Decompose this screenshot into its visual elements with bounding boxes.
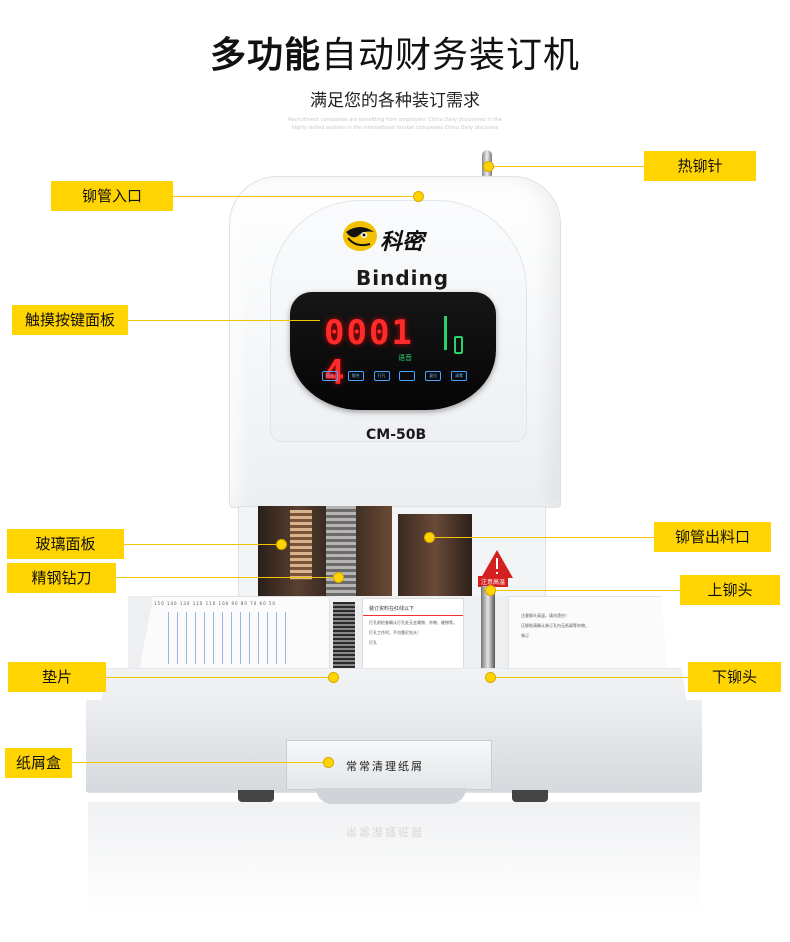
callout-line bbox=[124, 544, 286, 545]
callout-line bbox=[173, 196, 418, 197]
product-name: Binding bbox=[356, 266, 450, 290]
warning-card: 注意铆头高温，请勿烫伤！ 压铆前请确认装订孔内无纸屑等杂物。 装订 bbox=[508, 596, 668, 678]
counter-digits: 0001 4 bbox=[324, 313, 454, 393]
warning-text: 注意铆头高温，请勿烫伤！ bbox=[521, 613, 569, 618]
model-number: CM-50B bbox=[366, 427, 427, 443]
fine-print: Recruitment companies are benefiting fro… bbox=[0, 116, 790, 132]
touch-button[interactable]: 铆合 bbox=[347, 371, 364, 381]
callout-pad: 垫片 bbox=[8, 662, 106, 692]
glass-window bbox=[258, 506, 392, 606]
touch-buttons: 钻孔 铆合 打孔 复位 清零 bbox=[322, 371, 467, 381]
page-subtitle: 满足您的各种装订需求 bbox=[310, 91, 480, 111]
callout-dot bbox=[485, 672, 496, 683]
rivet-outlet-window bbox=[398, 514, 472, 606]
callout-line bbox=[490, 590, 680, 591]
callout-dot bbox=[413, 191, 424, 202]
spring-coil bbox=[290, 510, 312, 580]
callout-steel-drill: 精钢钻刀 bbox=[7, 563, 116, 593]
callout-line bbox=[106, 677, 334, 678]
eagle-logo-icon bbox=[343, 221, 377, 251]
title-light: 自动财务装订机 bbox=[321, 35, 581, 76]
touch-button[interactable]: 复位 bbox=[425, 371, 442, 381]
callout-dot bbox=[276, 539, 287, 550]
voice-label: 语音 bbox=[398, 354, 412, 362]
callout-rivet-inlet: 铆管入口 bbox=[51, 181, 173, 211]
callout-line bbox=[488, 166, 644, 167]
instruction-text: 打孔前检查确认打孔处无金属物、杂物、硬物等。 bbox=[369, 620, 457, 625]
drawer-label: 常常清理纸屑 bbox=[346, 760, 424, 773]
callout-dot bbox=[328, 672, 339, 683]
touch-button[interactable]: 清零 bbox=[450, 371, 467, 381]
callout-lower-head: 下铆头 bbox=[688, 662, 781, 692]
counter-extra: 4 bbox=[324, 353, 347, 393]
callout-dot bbox=[323, 757, 334, 768]
touch-button[interactable] bbox=[399, 371, 416, 381]
callout-rivet-outlet: 铆管出料口 bbox=[654, 522, 771, 552]
counter-main: 0001 bbox=[324, 313, 414, 353]
callout-hot-needle: 热铆针 bbox=[644, 151, 756, 181]
status-led-icon bbox=[444, 316, 455, 350]
fine-print-line: highly skilled workers in the internatio… bbox=[291, 125, 499, 131]
callout-dot bbox=[424, 532, 435, 543]
touch-button[interactable]: 打孔 bbox=[373, 371, 390, 381]
warning-text: 压铆前请确认装订孔内无纸屑等杂物。 bbox=[521, 623, 589, 628]
machine-foot bbox=[238, 790, 274, 802]
callout-dot bbox=[333, 572, 344, 583]
callout-line bbox=[116, 577, 338, 578]
floor-reflection bbox=[88, 802, 700, 912]
touch-button[interactable]: 钻孔 bbox=[322, 371, 338, 381]
callout-dot bbox=[485, 585, 496, 596]
title-bold: 多功能 bbox=[209, 35, 321, 76]
instruction-header: 装订资料在红线以下 bbox=[363, 599, 463, 616]
drawer-label-reflection: 常常清理纸屑 bbox=[346, 825, 424, 838]
callout-line bbox=[128, 320, 320, 321]
ruler-lines bbox=[160, 612, 290, 664]
rivet-shaft bbox=[481, 586, 495, 678]
pad-coil bbox=[333, 602, 355, 678]
warning-action: 装订 bbox=[521, 633, 529, 638]
brand-name: 科密 bbox=[380, 230, 425, 255]
callout-line bbox=[430, 537, 654, 538]
instruction-text: 打孔工作时，手勿靠近钻头！ bbox=[369, 630, 421, 635]
callout-upper-head: 上铆头 bbox=[680, 575, 780, 605]
callout-dot bbox=[483, 161, 494, 172]
hot-warning-icon bbox=[481, 550, 513, 578]
callout-glass-panel: 玻璃面板 bbox=[7, 529, 124, 559]
machine-foot bbox=[512, 790, 548, 802]
drawer-grip bbox=[316, 788, 466, 804]
callout-paper-box: 纸屑盒 bbox=[5, 748, 72, 778]
battery-led-icon bbox=[454, 336, 463, 354]
page-title: 多功能自动财务装订机 bbox=[0, 26, 790, 78]
callout-line bbox=[490, 677, 688, 678]
fine-print-line: Recruitment companies are benefiting fro… bbox=[288, 117, 502, 123]
instruction-action: 打孔 bbox=[369, 640, 377, 645]
callout-touch-panel: 触摸按键面板 bbox=[12, 305, 128, 335]
paper-scrap-drawer[interactable] bbox=[286, 740, 492, 790]
warning-label: 注意高温 bbox=[478, 576, 509, 587]
callout-line bbox=[72, 762, 328, 763]
ruler-numbers: 150 140 130 120 110 100 90 80 70 60 50 bbox=[154, 601, 276, 606]
